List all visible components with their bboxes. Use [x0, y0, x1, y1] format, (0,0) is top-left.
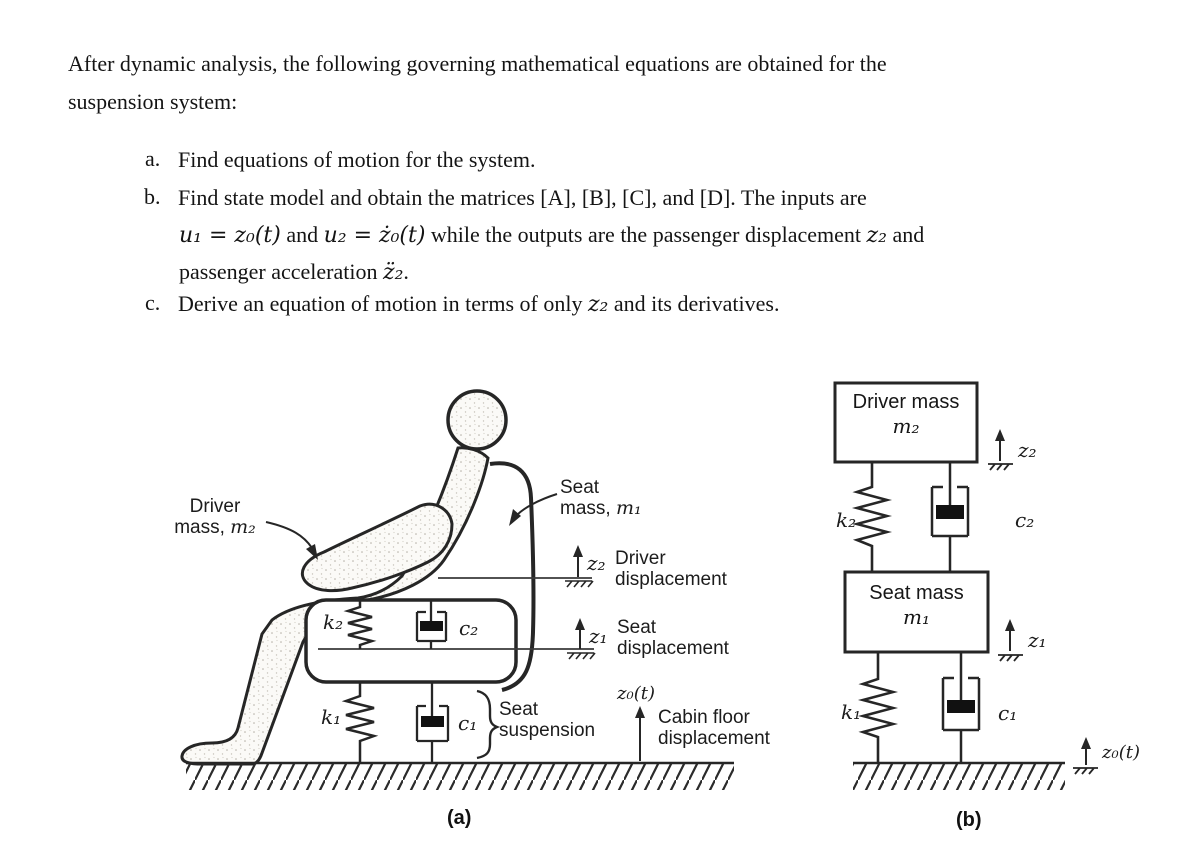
z0-arrow-a: [635, 706, 645, 761]
text-and-2: and: [886, 222, 925, 247]
damper-c1-b: [941, 652, 981, 763]
z1-symbol-b: z₁: [1028, 628, 1047, 652]
driver-mass-box-label: Driver mass m₂: [852, 391, 960, 438]
math-z2ddot: z̈₂: [383, 260, 404, 285]
text-derive: Derive an equation of motion in terms of…: [178, 291, 588, 316]
ground-a: [186, 761, 734, 790]
driver-displacement-label: Driver displacement: [615, 548, 727, 590]
text-derivatives: and its derivatives.: [608, 291, 780, 316]
text-and: and: [280, 222, 324, 247]
text-passenger-accel: passenger acceleration: [179, 259, 383, 284]
list-item-a: Find equations of motion for the system.: [178, 147, 536, 172]
math-z2: z₂: [866, 223, 887, 248]
c1-label-a: c₁: [458, 711, 478, 735]
list-marker-c: c.: [145, 290, 161, 315]
spring-k1-b: [857, 652, 899, 763]
list-marker-a: a.: [145, 146, 161, 171]
spring-k2-a: [343, 601, 377, 649]
cabin-floor-label: Cabin floor displacement: [658, 707, 770, 749]
seat-back: [489, 461, 536, 692]
list-item-c: Derive an equation of motion in terms of…: [178, 290, 779, 319]
z2-arrow-b: [988, 429, 1013, 471]
suspension-brace: [476, 689, 501, 760]
driver-mass-leader: [265, 521, 318, 560]
list-item-b-line3: passenger acceleration z̈₂.: [179, 258, 409, 287]
seat-mass-box-label: Seat mass m₁: [869, 582, 964, 629]
k2-label-a: k₂: [323, 610, 344, 634]
z0-symbol-a: z₀(t): [617, 683, 655, 704]
intro-line-1: After dynamic analysis, the following go…: [68, 51, 887, 76]
damper-c1-a: [415, 682, 450, 763]
math-u2: u₂ = ż₀(t): [323, 223, 426, 248]
c2-label-a: c₂: [459, 616, 479, 640]
text-period: .: [403, 259, 409, 284]
z2-symbol-a: z₂: [587, 551, 606, 575]
list-item-b-line1: Find state model and obtain the matrices…: [178, 185, 867, 210]
caption-a: (a): [447, 807, 472, 829]
driver-head: [446, 389, 508, 451]
damper-c2-b: [930, 462, 970, 572]
k2-label-b: k₂: [836, 508, 857, 532]
text-outputs: while the outputs are the passenger disp…: [425, 222, 867, 247]
seat-displacement-label: Seat displacement: [617, 617, 729, 659]
driver-arm: [301, 502, 454, 593]
spring-k1-a: [341, 682, 379, 763]
c2-label-b: c₂: [1015, 508, 1035, 532]
c1-label-b: c₁: [998, 701, 1018, 725]
z0-arrow-b: [1073, 737, 1098, 775]
z1-symbol-a: z₁: [589, 624, 608, 648]
math-z2-c: z₂: [587, 292, 609, 317]
z2-symbol-b: z₂: [1018, 438, 1037, 462]
seat-mass-label: Seat mass, m₁: [560, 477, 642, 519]
list-item-b-line2: u₁ = z₀(t) and u₂ = ż₀(t) while the outp…: [179, 221, 924, 250]
math-u1: u₁ = z₀(t): [179, 223, 281, 248]
list-marker-b: b.: [144, 184, 161, 209]
caption-b: (b): [956, 809, 982, 831]
ground-b: [853, 761, 1065, 790]
damper-c2-a: [415, 601, 448, 649]
seat-mass-leader: [509, 493, 558, 526]
k1-label-a: k₁: [321, 705, 342, 729]
z1-arrow-b: [998, 619, 1023, 662]
intro-line-2: suspension system:: [68, 89, 238, 114]
spring-k2-b: [851, 462, 893, 572]
k1-label-b: k₁: [841, 700, 862, 724]
z0-symbol-b: z₀(t): [1102, 742, 1140, 763]
driver-mass-label: Driver mass, m₂: [174, 496, 256, 538]
seat-suspension-label: Seat suspension: [499, 699, 596, 741]
